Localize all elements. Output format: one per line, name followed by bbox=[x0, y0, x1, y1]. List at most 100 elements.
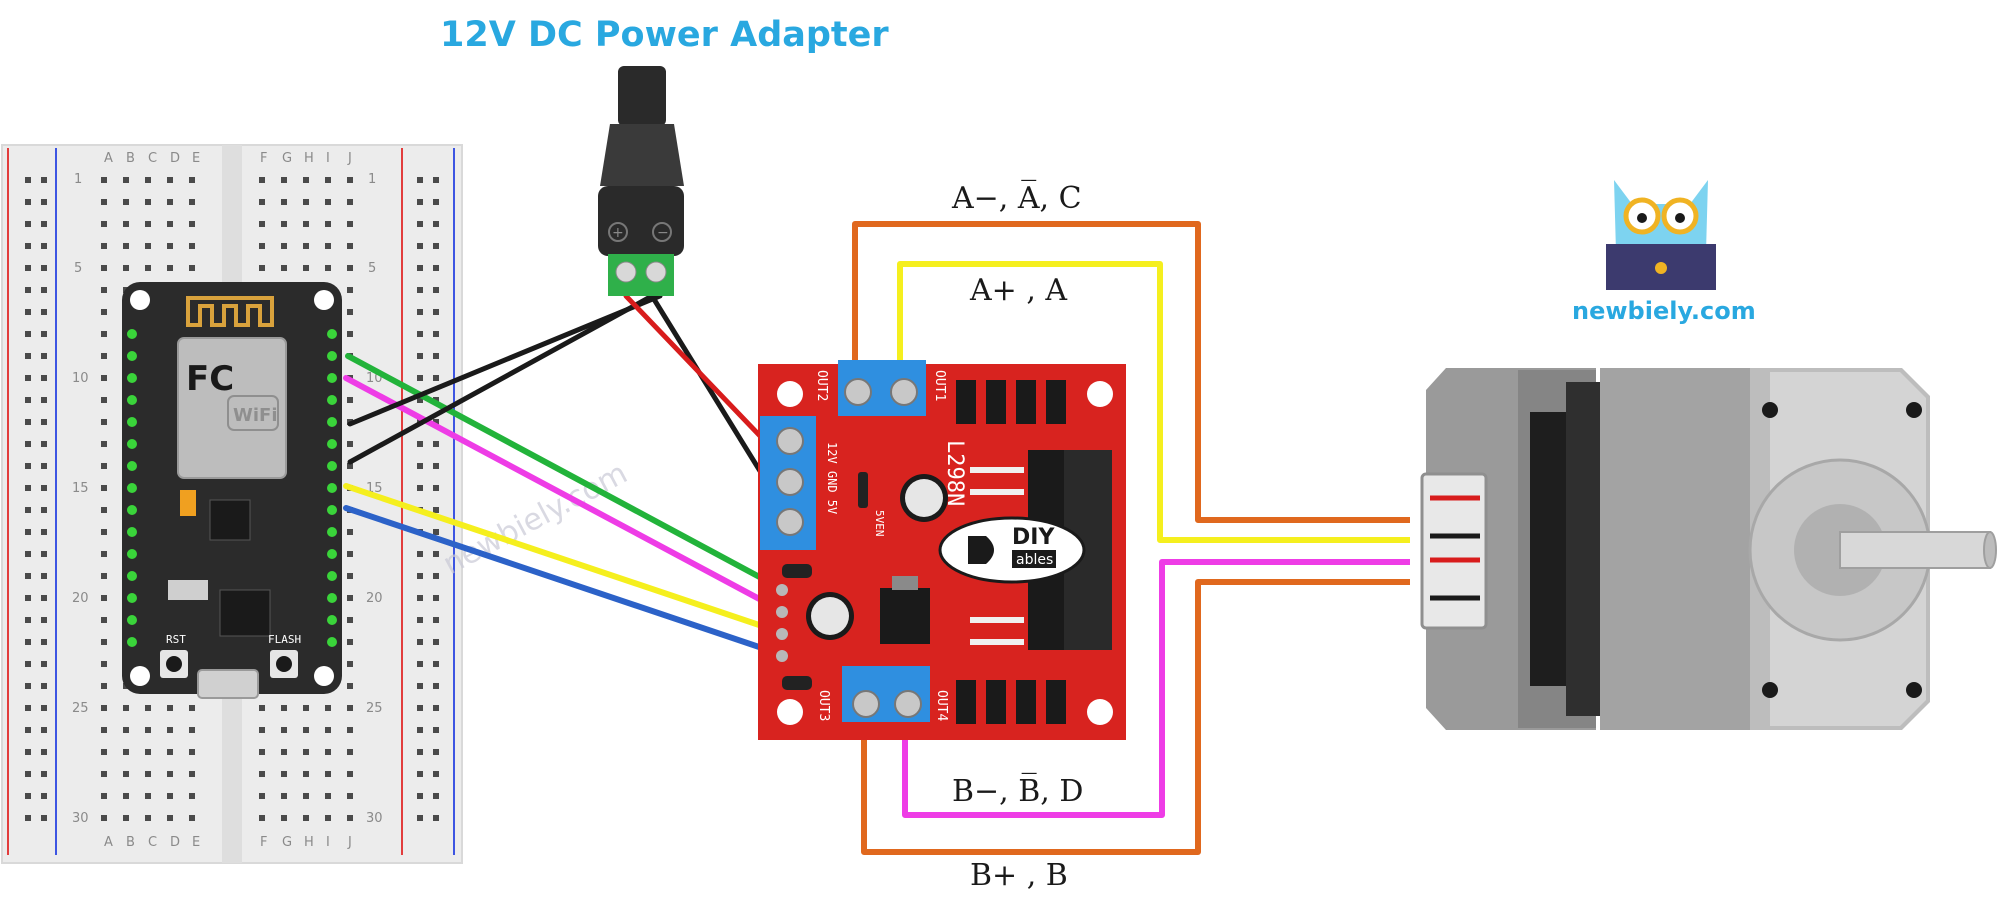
breadboard-hole bbox=[433, 331, 439, 337]
breadboard-hole bbox=[25, 793, 31, 799]
breadboard-hole bbox=[145, 793, 151, 799]
breadboard-hole bbox=[433, 727, 439, 733]
flash-label: FLASH bbox=[268, 633, 301, 646]
breadboard-hole bbox=[101, 375, 107, 381]
breadboard-hole bbox=[25, 573, 31, 579]
header-pin bbox=[127, 483, 137, 493]
breadboard-hole bbox=[101, 573, 107, 579]
breadboard-col-labels-top: A B C D E F G H I J bbox=[104, 151, 352, 166]
owl-logo-icon bbox=[1606, 180, 1716, 290]
breadboard-hole bbox=[281, 727, 287, 733]
breadboard-hole bbox=[325, 705, 331, 711]
breadboard-hole bbox=[167, 749, 173, 755]
bb-col-d-bottom: D bbox=[170, 835, 180, 850]
breadboard-hole bbox=[433, 463, 439, 469]
breadboard-hole bbox=[101, 441, 107, 447]
out3-label: OUT3 bbox=[816, 690, 831, 721]
breadboard-hole bbox=[25, 309, 31, 315]
breadboard-hole bbox=[325, 815, 331, 821]
header-pin bbox=[127, 461, 137, 471]
bb-col-b-bottom: B bbox=[126, 835, 135, 850]
breadboard-hole bbox=[167, 793, 173, 799]
bb-col-d: D bbox=[170, 151, 180, 166]
breadboard-hole bbox=[41, 441, 47, 447]
breadboard-hole bbox=[303, 727, 309, 733]
header-pin bbox=[127, 417, 137, 427]
breadboard-hole bbox=[259, 177, 265, 183]
chip-label: L298N bbox=[942, 440, 967, 506]
breadboard-hole bbox=[281, 265, 287, 271]
breadboard-hole bbox=[189, 265, 195, 271]
bb-col-e: E bbox=[192, 151, 200, 166]
breadboard-hole bbox=[145, 177, 151, 183]
header-pin bbox=[127, 351, 137, 361]
breadboard-hole bbox=[41, 331, 47, 337]
bb-row-30: 30 bbox=[72, 811, 89, 826]
header-pin bbox=[327, 571, 337, 581]
header-pin bbox=[327, 549, 337, 559]
breadboard-hole bbox=[41, 749, 47, 755]
breadboard-hole bbox=[101, 617, 107, 623]
bb-col-j-bottom: J bbox=[347, 835, 352, 850]
wire-red-12v bbox=[623, 293, 765, 441]
breadboard-hole bbox=[25, 221, 31, 227]
breadboard-hole bbox=[101, 727, 107, 733]
signal-wires bbox=[343, 292, 783, 657]
breadboard-hole bbox=[101, 463, 107, 469]
breadboard-hole bbox=[433, 375, 439, 381]
breadboard-hole bbox=[417, 353, 423, 359]
breadboard-hole bbox=[25, 617, 31, 623]
header-pin bbox=[127, 549, 137, 559]
breadboard-hole bbox=[417, 705, 423, 711]
breadboard-hole bbox=[25, 529, 31, 535]
breadboard-hole bbox=[25, 243, 31, 249]
header-pin bbox=[127, 329, 137, 339]
breadboard-hole bbox=[41, 419, 47, 425]
breadboard-hole bbox=[347, 661, 353, 667]
breadboard-hole bbox=[41, 595, 47, 601]
header-pin bbox=[127, 395, 137, 405]
header-pin bbox=[327, 505, 337, 515]
breadboard-hole bbox=[25, 771, 31, 777]
breadboard-hole bbox=[25, 595, 31, 601]
breadboard-hole bbox=[123, 199, 129, 205]
breadboard-hole bbox=[325, 265, 331, 271]
breadboard-hole bbox=[433, 177, 439, 183]
header-pin bbox=[127, 615, 137, 625]
breadboard-hole bbox=[303, 199, 309, 205]
bb-col-a: A bbox=[104, 151, 113, 166]
header-pin bbox=[127, 593, 137, 603]
breadboard-hole bbox=[25, 639, 31, 645]
dc-power-jack: + − bbox=[598, 66, 684, 296]
breadboard-hole bbox=[417, 177, 423, 183]
breadboard-hole bbox=[417, 683, 423, 689]
breadboard-hole bbox=[41, 177, 47, 183]
breadboard-hole bbox=[347, 331, 353, 337]
breadboard-hole bbox=[417, 815, 423, 821]
breadboard-hole bbox=[325, 793, 331, 799]
breadboard-hole bbox=[259, 265, 265, 271]
breadboard-hole bbox=[347, 617, 353, 623]
breadboard-hole bbox=[189, 727, 195, 733]
bb-col-c-bottom: C bbox=[148, 835, 157, 850]
wire-magenta-signal bbox=[343, 375, 783, 613]
breadboard-hole bbox=[41, 485, 47, 491]
breadboard-hole bbox=[347, 771, 353, 777]
breadboard-hole bbox=[101, 309, 107, 315]
breadboard-hole bbox=[259, 793, 265, 799]
breadboard-hole bbox=[417, 551, 423, 557]
breadboard-hole bbox=[433, 507, 439, 513]
breadboard-hole bbox=[25, 287, 31, 293]
breadboard-hole bbox=[25, 353, 31, 359]
breadboard-hole bbox=[433, 815, 439, 821]
breadboard-hole bbox=[101, 815, 107, 821]
breadboard-hole bbox=[281, 793, 287, 799]
breadboard-hole bbox=[101, 507, 107, 513]
wire-black-mcu bbox=[347, 293, 663, 427]
breadboard-hole bbox=[189, 815, 195, 821]
breadboard-hole bbox=[325, 199, 331, 205]
breadboard-hole bbox=[433, 551, 439, 557]
title-text: 12V DC Power Adapter bbox=[440, 15, 889, 55]
breadboard-hole bbox=[25, 397, 31, 403]
breadboard-hole bbox=[101, 397, 107, 403]
